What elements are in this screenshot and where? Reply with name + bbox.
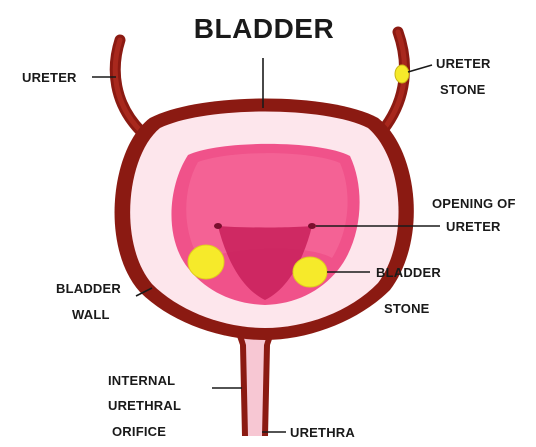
- label-opening-of-ureter-line1: OPENING OF: [432, 196, 516, 211]
- label-ureter-stone-line2: STONE: [440, 82, 486, 97]
- label-bladder-stone-line2: STONE: [384, 301, 430, 316]
- label-ureter-stone-line1: URETER: [436, 56, 491, 71]
- right-ureter: [378, 32, 405, 136]
- diagram-title: BLADDER: [194, 13, 334, 44]
- label-internal-urethral-orifice-line1: INTERNAL: [108, 373, 175, 388]
- ureter-stone: [395, 65, 409, 83]
- label-internal-urethral-orifice-line3: ORIFICE: [112, 424, 166, 439]
- label-bladder-wall-line2: WALL: [72, 307, 110, 322]
- leader-ureter-stone: [408, 65, 432, 72]
- label-urethra: URETHRA: [290, 425, 355, 440]
- ureter-opening-left: [214, 223, 222, 229]
- bladder-stone-left: [188, 245, 224, 279]
- bladder-stone-right: [293, 257, 327, 287]
- label-internal-urethral-orifice-line2: URETHRAL: [108, 398, 181, 413]
- label-bladder-wall-line1: BLADDER: [56, 281, 121, 296]
- label-ureter: URETER: [22, 70, 77, 85]
- label-bladder-stone-line1: BLADDER: [376, 265, 441, 280]
- label-opening-of-ureter-line2: URETER: [446, 219, 501, 234]
- left-ureter: [115, 40, 148, 138]
- ureter-opening-right: [308, 223, 316, 229]
